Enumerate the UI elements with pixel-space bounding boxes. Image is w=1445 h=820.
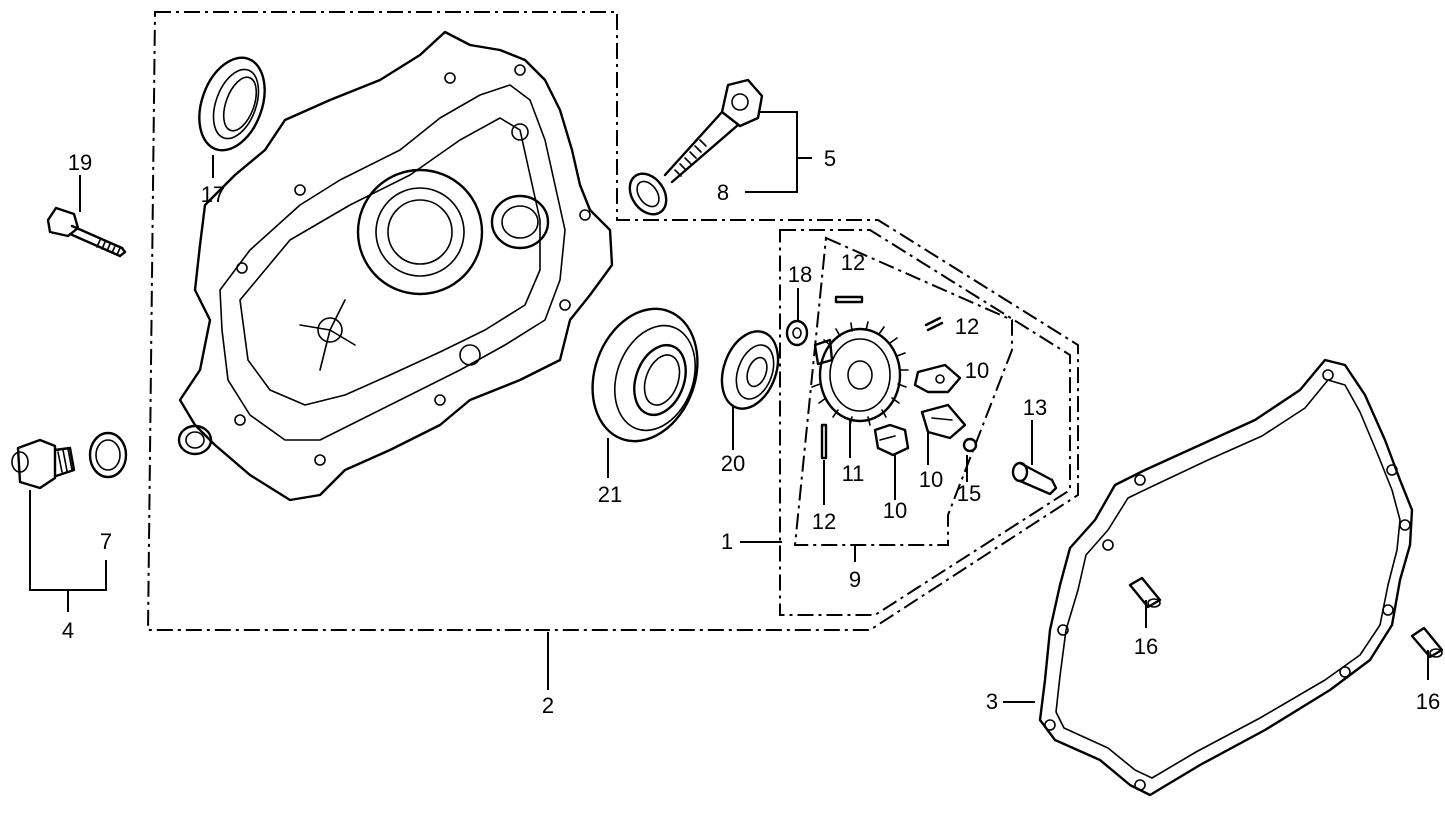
callout-10-low: 10 xyxy=(883,498,907,523)
callout-8: 8 xyxy=(717,180,729,205)
assembly-1-boundary xyxy=(779,229,1071,616)
governor-gear-11-drawing xyxy=(811,321,909,426)
dipstick-5-drawing xyxy=(663,78,764,184)
drain-plug-4-drawing xyxy=(11,438,76,490)
callout-9: 9 xyxy=(849,567,861,592)
callout-5: 5 xyxy=(824,146,836,171)
callout-labels: 1 2 3 4 5 7 8 9 10 10 10 11 12 12 12 13 … xyxy=(62,146,1440,718)
assembly-2-boundary xyxy=(146,11,1079,631)
governor-parts-10-drawing xyxy=(873,363,967,457)
callout-20: 20 xyxy=(721,451,745,476)
bearing-21-drawing xyxy=(591,307,699,443)
callout-18: 18 xyxy=(788,262,812,287)
bolt-19-drawing xyxy=(46,206,127,258)
callout-2: 2 xyxy=(542,693,554,718)
callout-1: 1 xyxy=(721,529,733,554)
callout-10-mid: 10 xyxy=(919,467,943,492)
clip-15-drawing xyxy=(962,437,978,453)
oil-seal-17-drawing xyxy=(198,56,266,152)
callout-11: 11 xyxy=(842,461,865,486)
leader-4 xyxy=(29,490,107,612)
callout-12-top: 12 xyxy=(841,250,865,275)
pins-12-drawing xyxy=(820,295,944,460)
gasket-3-drawing xyxy=(1038,358,1414,797)
bearing-20-drawing xyxy=(720,330,780,410)
callout-21: 21 xyxy=(598,482,622,507)
shaft-13-drawing xyxy=(1011,461,1058,496)
washer-7-drawing xyxy=(88,431,128,479)
callout-3: 3 xyxy=(986,689,998,714)
assembly-9-boundary xyxy=(793,236,1013,546)
dowel-pins-16-drawing xyxy=(1128,576,1444,659)
callout-12-low: 12 xyxy=(812,509,836,534)
callout-4: 4 xyxy=(62,618,74,643)
callout-15: 15 xyxy=(957,481,981,506)
leader-5-8 xyxy=(745,111,812,193)
crankcase-cover-drawing xyxy=(177,30,614,502)
leader-lines xyxy=(29,111,1429,703)
o-ring-8-drawing xyxy=(628,172,668,216)
callout-13: 13 xyxy=(1023,395,1047,420)
group-boundaries xyxy=(146,11,1079,631)
callout-16-right: 16 xyxy=(1416,689,1440,714)
callout-7: 7 xyxy=(100,529,112,554)
callout-17: 17 xyxy=(201,182,225,207)
callout-10-top: 10 xyxy=(965,358,989,383)
callout-16-left: 16 xyxy=(1134,634,1158,659)
callout-19: 19 xyxy=(68,150,92,175)
washer-18-drawing xyxy=(785,319,809,347)
callout-12-mid: 12 xyxy=(955,314,979,339)
